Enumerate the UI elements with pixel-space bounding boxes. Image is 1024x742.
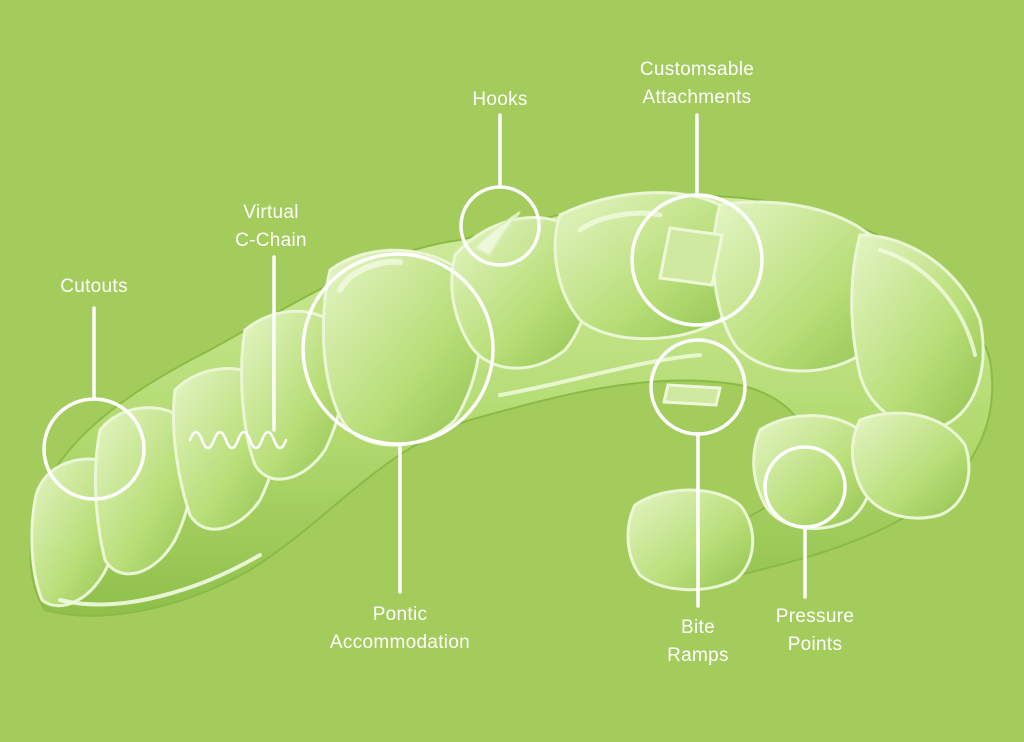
attachments-label: Customsable Attachments [607,56,787,112]
bite-ramp-feature [662,383,722,407]
pontic-label-line-2: Accommodation [329,632,471,653]
attachments-label-line-1: Customsable [639,59,755,80]
pontic-callout-circle [301,252,495,446]
pressure-points-label: Pressure Points [755,603,875,659]
c-chain-zigzag [188,430,288,450]
bite-ramps-label: Bite Ramps [648,614,748,670]
pressure-points-label-line-2: Points [787,634,843,655]
aligner-tray [29,191,994,617]
c-chain-label-line-1: Virtual [243,202,299,223]
attachment-feature [658,226,724,287]
hooks-label-line-1: Hooks [472,89,528,110]
hook-feature [473,211,521,257]
bite-ramps-label-line-2: Ramps [667,645,729,666]
bite-ramps-label-line-1: Bite [681,617,715,638]
hooks-label: Hooks [450,86,550,114]
c-chain-label-line-2: C-Chain [235,230,307,251]
pontic-label: Pontic Accommodation [300,601,500,657]
cutouts-label: Cutouts [39,273,149,301]
attachments-label-line-2: Attachments [642,87,752,108]
pontic-label-line-1: Pontic [372,604,428,625]
c-chain-label: Virtual C-Chain [211,199,331,255]
pressure-points-label-line-1: Pressure [775,606,855,627]
cutouts-label-line-1: Cutouts [60,276,128,297]
